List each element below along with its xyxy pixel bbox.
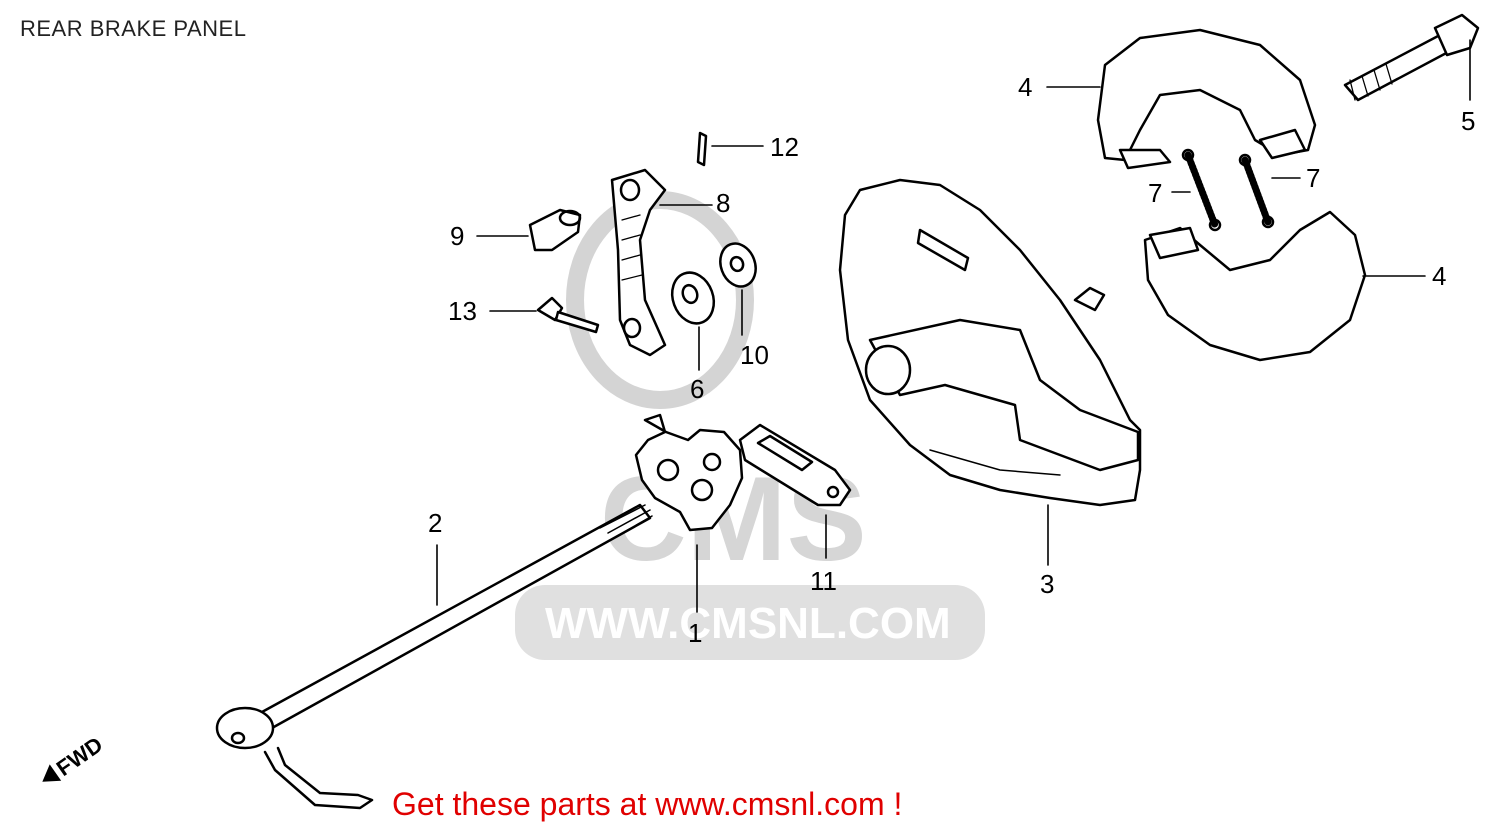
callout-8: 8 xyxy=(716,188,730,218)
callout-13: 13 xyxy=(448,296,477,326)
pin-part-12 xyxy=(696,131,708,167)
brake-rod-part-2 xyxy=(215,503,653,810)
forward-direction-marker: FWD xyxy=(42,732,107,782)
callout-5: 5 xyxy=(1461,106,1475,136)
washer-part-10 xyxy=(719,242,757,288)
brake-panel-part-3 xyxy=(838,178,1142,507)
callout-4-lower: 4 xyxy=(1432,261,1446,291)
callout-7-left: 7 xyxy=(1148,178,1162,208)
brake-shoe-upper-part-4 xyxy=(1096,28,1317,170)
bolt-part-9 xyxy=(528,208,582,252)
spring-part-7-right xyxy=(1238,153,1275,229)
callout-9: 9 xyxy=(450,221,464,251)
fwd-label: FWD xyxy=(52,732,107,781)
callout-7-right: 7 xyxy=(1306,163,1320,193)
spring-part-7-left xyxy=(1181,148,1222,232)
callout-3: 3 xyxy=(1040,569,1054,599)
brake-cam-part-5 xyxy=(1343,13,1480,102)
callout-6: 6 xyxy=(690,374,704,404)
washer-part-6 xyxy=(670,271,716,325)
watermark-url-text: WWW.CMSNL.COM xyxy=(545,599,951,648)
callout-10: 10 xyxy=(740,340,769,370)
callout-11: 11 xyxy=(810,566,837,596)
brake-arm-part-8 xyxy=(610,168,667,357)
callout-2: 2 xyxy=(428,508,442,538)
adjuster-plate-part-1 xyxy=(634,413,744,532)
bolt-part-13 xyxy=(536,296,600,334)
slotted-plate-part-11 xyxy=(738,423,852,507)
callout-12: 12 xyxy=(770,132,799,162)
callout-4-upper: 4 xyxy=(1018,72,1032,102)
page-title: REAR BRAKE PANEL xyxy=(20,16,247,41)
callout-numbers: 1 2 3 4 4 5 6 7 7 8 9 10 11 12 13 xyxy=(428,72,1475,648)
callout-1: 1 xyxy=(688,618,702,648)
brake-shoe-lower-part-4 xyxy=(1143,210,1367,362)
leader-lines xyxy=(436,39,1471,613)
promo-link[interactable]: Get these parts at www.cmsnl.com ! xyxy=(392,786,903,822)
